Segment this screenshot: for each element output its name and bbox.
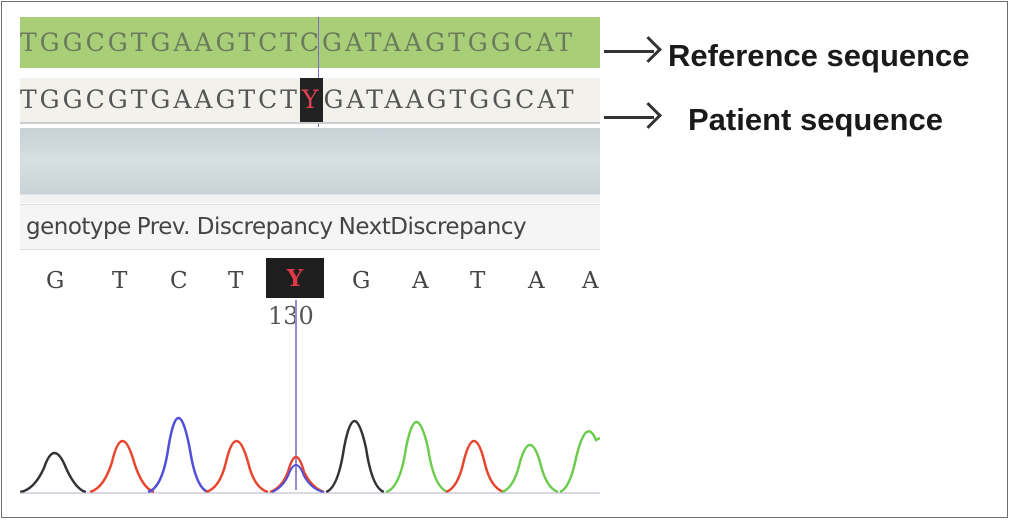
alignment-overview-bar <box>20 128 600 194</box>
cursor-line[interactable] <box>295 300 297 490</box>
basecall-3: T <box>228 268 244 294</box>
trace-a-peak-2 <box>501 443 559 494</box>
patient-mutation-base[interactable]: Y <box>299 78 324 122</box>
basecall-1: T <box>112 268 128 294</box>
patient-sequence-row: TGGCGTGAAGTCTYGATAAGTGGCAT <box>20 78 600 124</box>
reference-arrow <box>604 50 654 53</box>
patient-sequence-before: TGGCGTGAAGTCT <box>20 85 300 114</box>
trace-g-peak-2 <box>325 420 385 494</box>
trace-a-peak-1 <box>385 421 449 494</box>
basecall-mutation[interactable]: Y <box>266 258 324 298</box>
basecall-row: G T C T Y G A T A A <box>30 258 610 304</box>
next-discrepancy-button[interactable]: NextDiscrepancy <box>338 214 527 240</box>
trace-c-peak-mut <box>271 464 325 493</box>
basecall-8: A <box>528 268 545 294</box>
trace-t-peak-mut <box>269 455 325 494</box>
chromatogram-trace <box>20 416 600 494</box>
trace-t-peak-2 <box>205 440 269 494</box>
trace-g-peak-1 <box>20 451 87 494</box>
discrepancy-toolbar: genotype Prev. Discrepancy NextDiscrepan… <box>20 204 600 250</box>
trace-t-peak-3 <box>445 439 505 494</box>
cursor-line-top[interactable] <box>318 17 319 127</box>
reference-sequence-row: TGGCGTGAAGTCTCGATAAGTGGCAT <box>20 17 600 68</box>
basecall-6: A <box>412 268 429 294</box>
basecall-0: G <box>46 268 65 294</box>
prev-discrepancy-button[interactable]: Prev. Discrepancy <box>136 214 333 240</box>
genotype-button[interactable]: genotype <box>26 214 131 240</box>
position-label: 130 <box>268 302 314 330</box>
reference-sequence: TGGCGTGAAGTCTCGATAAGTGGCAT <box>20 28 576 57</box>
trace-c-peak-1 <box>147 416 209 494</box>
patient-sequence-after: GATAAGTGGCAT <box>323 85 577 114</box>
patient-arrow <box>604 116 654 119</box>
trace-t-peak-1 <box>89 440 155 494</box>
patient-sequence-label: Patient sequence <box>688 102 943 137</box>
basecall-7: T <box>470 268 486 294</box>
separator-bar <box>20 194 600 203</box>
basecall-2: C <box>170 268 188 294</box>
basecall-5: G <box>352 268 371 294</box>
trace-a-peak-3 <box>559 430 600 494</box>
reference-sequence-label: Reference sequence <box>668 38 970 73</box>
basecall-9: A <box>582 268 599 294</box>
